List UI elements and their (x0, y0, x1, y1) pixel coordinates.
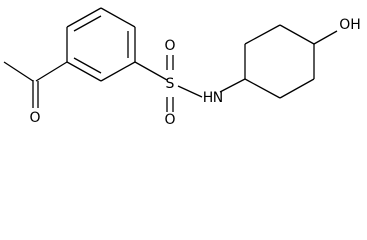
ring-bond-5 (100, 61, 136, 82)
carbonyl-oxygen-label: O (29, 110, 40, 126)
ring-bond-3 (100, 7, 136, 28)
chemical-structure: O O S O N H OH (3, 7, 361, 128)
ring-bond-2 (66, 7, 102, 28)
acetyl-group (3, 61, 68, 108)
amide-hydrogen-label: H (203, 90, 214, 106)
cyclohexane-bond-3 (279, 24, 315, 45)
ring-inner-bond-3 (73, 57, 102, 74)
cyclohexane-bond-5 (279, 78, 315, 99)
sulfonamide-group (134, 55, 246, 112)
sulfur-label: S (166, 76, 175, 92)
sulfur-nitrogen-bond (177, 85, 203, 98)
acetyl-ring-bond (35, 61, 68, 82)
amide-nitrogen-label: N (213, 90, 223, 106)
ring-bond-6 (66, 61, 102, 82)
hydroxyl-label: OH (339, 17, 361, 33)
cyclohexane-ring (244, 24, 338, 99)
nitrogen-ring-bond (219, 78, 246, 93)
sulfonyl-oxygen-bottom-label: O (164, 112, 175, 128)
sulfonyl-oxygen-top-label: O (164, 38, 175, 54)
cyclohexane-bond-2 (244, 24, 281, 45)
cyclohexane-bond-6 (244, 78, 281, 99)
methyl-bond (3, 61, 34, 82)
ring-sulfur-bond (134, 61, 168, 81)
benzene-ring (66, 7, 136, 82)
ring-inner-bond-1 (73, 15, 102, 32)
hydroxyl-bond (313, 30, 338, 45)
